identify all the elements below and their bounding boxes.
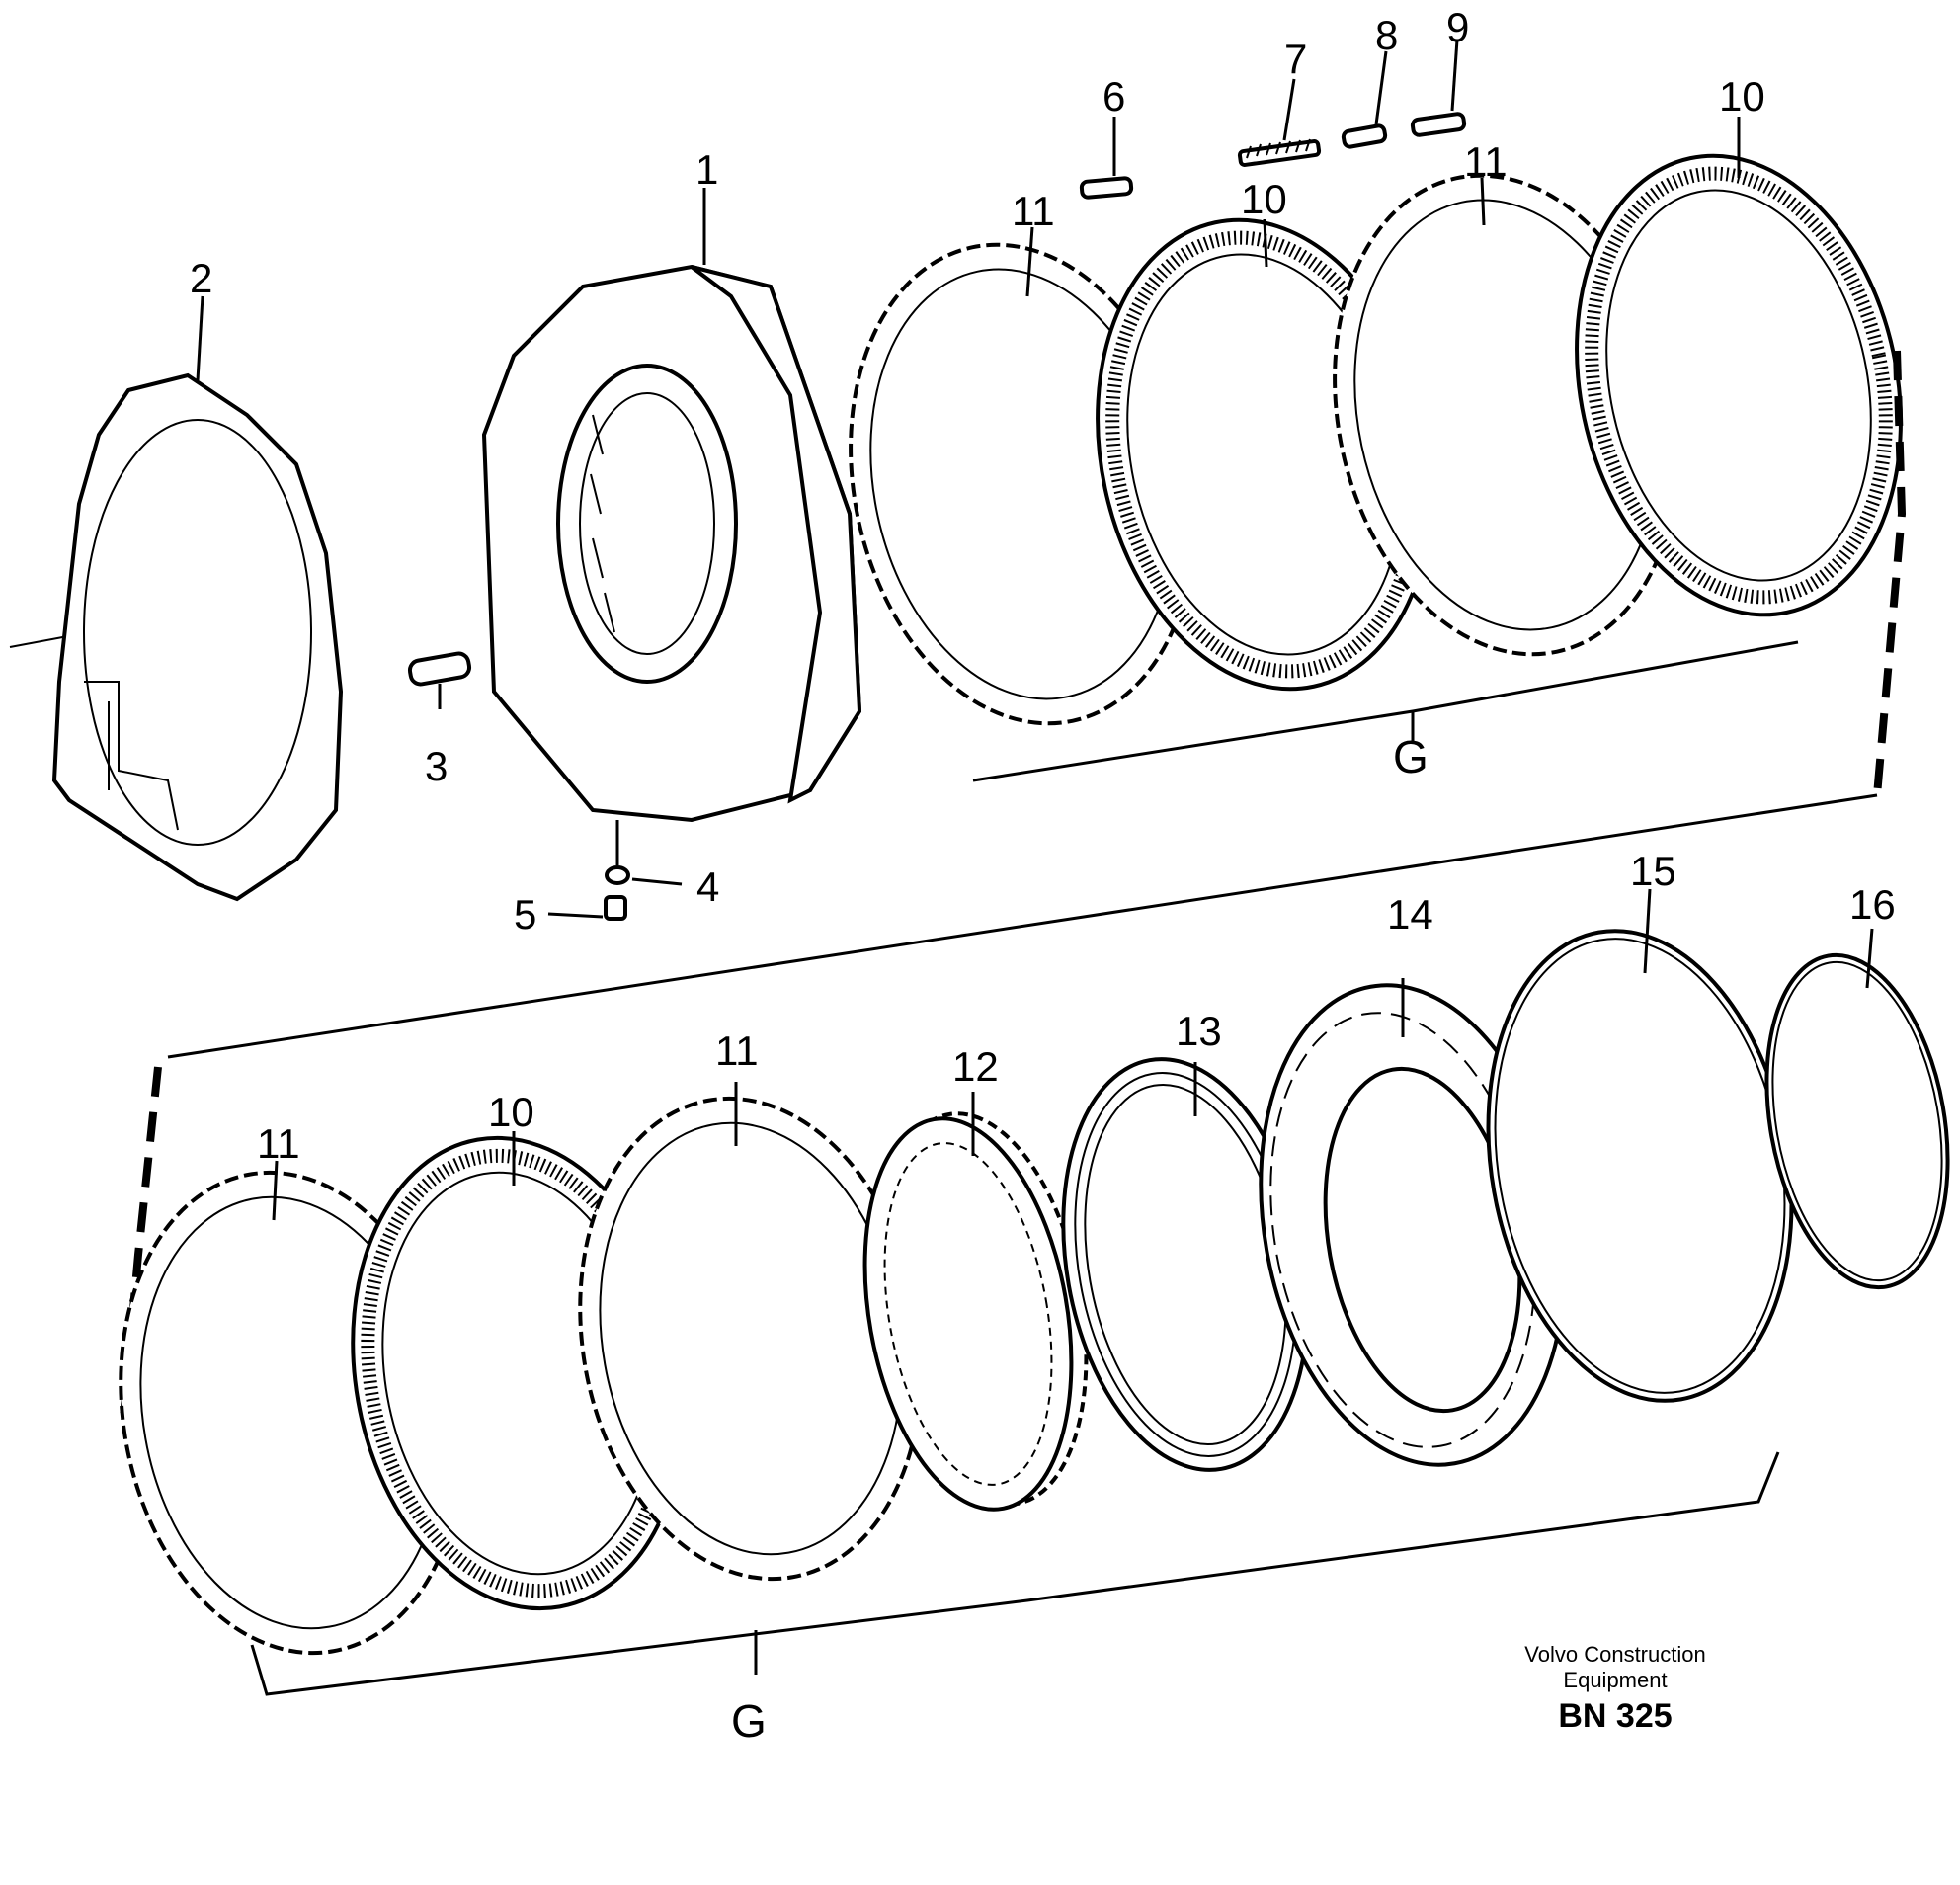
screw-part-5	[604, 895, 627, 921]
label-7: 7	[1284, 36, 1307, 82]
label-16: 16	[1849, 881, 1896, 928]
label-12: 12	[952, 1043, 999, 1090]
caption-block: Volvo Construction Equipment BN 325	[1524, 1642, 1705, 1735]
gear-ring-part-12	[862, 1111, 1089, 1512]
spring-part-7	[1237, 138, 1322, 167]
part-labels: 1 2 3 4 5 6 7 8 9 10 10 10 11 11 11 11 1…	[190, 4, 1896, 1747]
pin-part-6	[1079, 176, 1134, 200]
label-8: 8	[1375, 12, 1398, 58]
label-10-top-left: 10	[1241, 176, 1287, 222]
seal-ring-part-16	[1764, 952, 1950, 1290]
housing-part-1	[481, 264, 862, 823]
group-bracket-top	[972, 640, 1799, 782]
leader-lines	[196, 39, 1874, 1221]
pin-part-3	[407, 651, 472, 687]
caption-code: BN 325	[1558, 1697, 1672, 1735]
label-3: 3	[425, 743, 448, 789]
caption-line-1: Volvo Construction	[1524, 1642, 1705, 1667]
group-bracket-bottom	[250, 1451, 1780, 1696]
label-5: 5	[514, 891, 536, 938]
label-11-top-left: 11	[1012, 188, 1055, 234]
label-6: 6	[1102, 73, 1125, 120]
plug-part-4	[605, 865, 630, 885]
label-13: 13	[1176, 1008, 1222, 1054]
pin-part-9	[1410, 112, 1467, 137]
label-15: 15	[1630, 848, 1676, 894]
label-2: 2	[190, 255, 212, 301]
label-1: 1	[695, 146, 718, 193]
label-11-top-right: 11	[1464, 138, 1508, 185]
caption-line-2: Equipment	[1563, 1668, 1667, 1692]
label-14: 14	[1387, 891, 1433, 938]
pin-part-8	[1341, 123, 1388, 149]
label-11-bottom-mid: 11	[715, 1027, 759, 1074]
gasket-part-2	[51, 372, 344, 902]
label-10-bottom: 10	[488, 1089, 534, 1135]
label-10-top-right: 10	[1719, 73, 1765, 120]
label-4: 4	[696, 863, 719, 910]
label-9: 9	[1446, 4, 1469, 50]
label-group-bottom: G	[731, 1695, 767, 1747]
label-group-top: G	[1393, 731, 1429, 782]
label-11-bottom-left: 11	[257, 1120, 300, 1167]
